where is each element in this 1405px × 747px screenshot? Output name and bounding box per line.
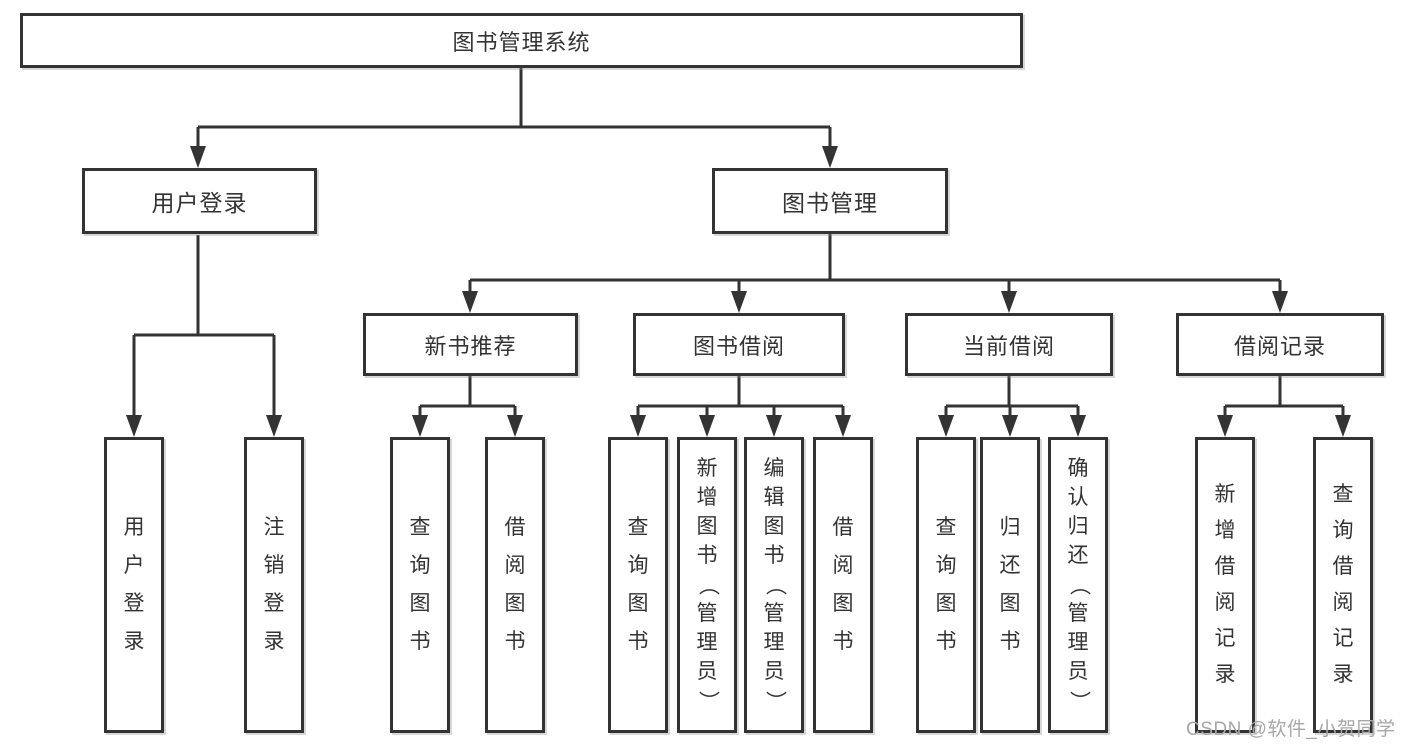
node-book-management: 图书管理	[712, 168, 948, 234]
node-book-borrowing: 图书借阅	[633, 313, 845, 376]
leaf-user-login: 用户登录	[104, 437, 164, 733]
connector-new-book-children	[418, 376, 517, 419]
leaf-logout: 注销登录	[244, 437, 304, 733]
node-current-borrowing: 当前借阅	[905, 313, 1113, 376]
leaf-query-borrow-record: 查询借阅记录	[1313, 437, 1373, 733]
leaf-return-books: 归还图书	[980, 437, 1040, 733]
leaf-query-books-recommend: 查询图书	[390, 437, 450, 733]
node-borrowing-records: 借阅记录	[1176, 313, 1384, 376]
leaf-borrow-books-recommend: 借阅图书	[485, 437, 545, 733]
leaf-borrow-books: 借阅图书	[813, 437, 873, 733]
node-root-library-system: 图书管理系统	[20, 13, 1023, 68]
node-new-book-recommend: 新书推荐	[363, 313, 578, 376]
leaf-add-borrow-record: 新增借阅记录	[1195, 437, 1255, 733]
leaf-query-books-current: 查询图书	[916, 437, 976, 733]
connector-current-borrow-children	[944, 376, 1080, 419]
leaf-query-books-borrow: 查询图书	[608, 437, 668, 733]
connector-book-borrow-children	[636, 376, 845, 419]
csdn-watermark: CSDN @软件_小贺同学	[1186, 719, 1396, 740]
connector-user-login-children	[132, 235, 276, 419]
connector-borrow-records-children	[1223, 376, 1345, 419]
leaf-add-books-admin: 新增图书（管理员）	[677, 437, 737, 733]
leaf-confirm-return-admin: 确认归还（管理员）	[1048, 437, 1108, 733]
leaf-edit-books-admin: 编辑图书（管理员）	[744, 437, 804, 733]
connector-book-mgmt-children	[468, 233, 1282, 296]
connector-root-to-level2	[196, 68, 832, 150]
arrowheads	[126, 146, 1351, 437]
node-user-login: 用户登录	[82, 168, 317, 234]
